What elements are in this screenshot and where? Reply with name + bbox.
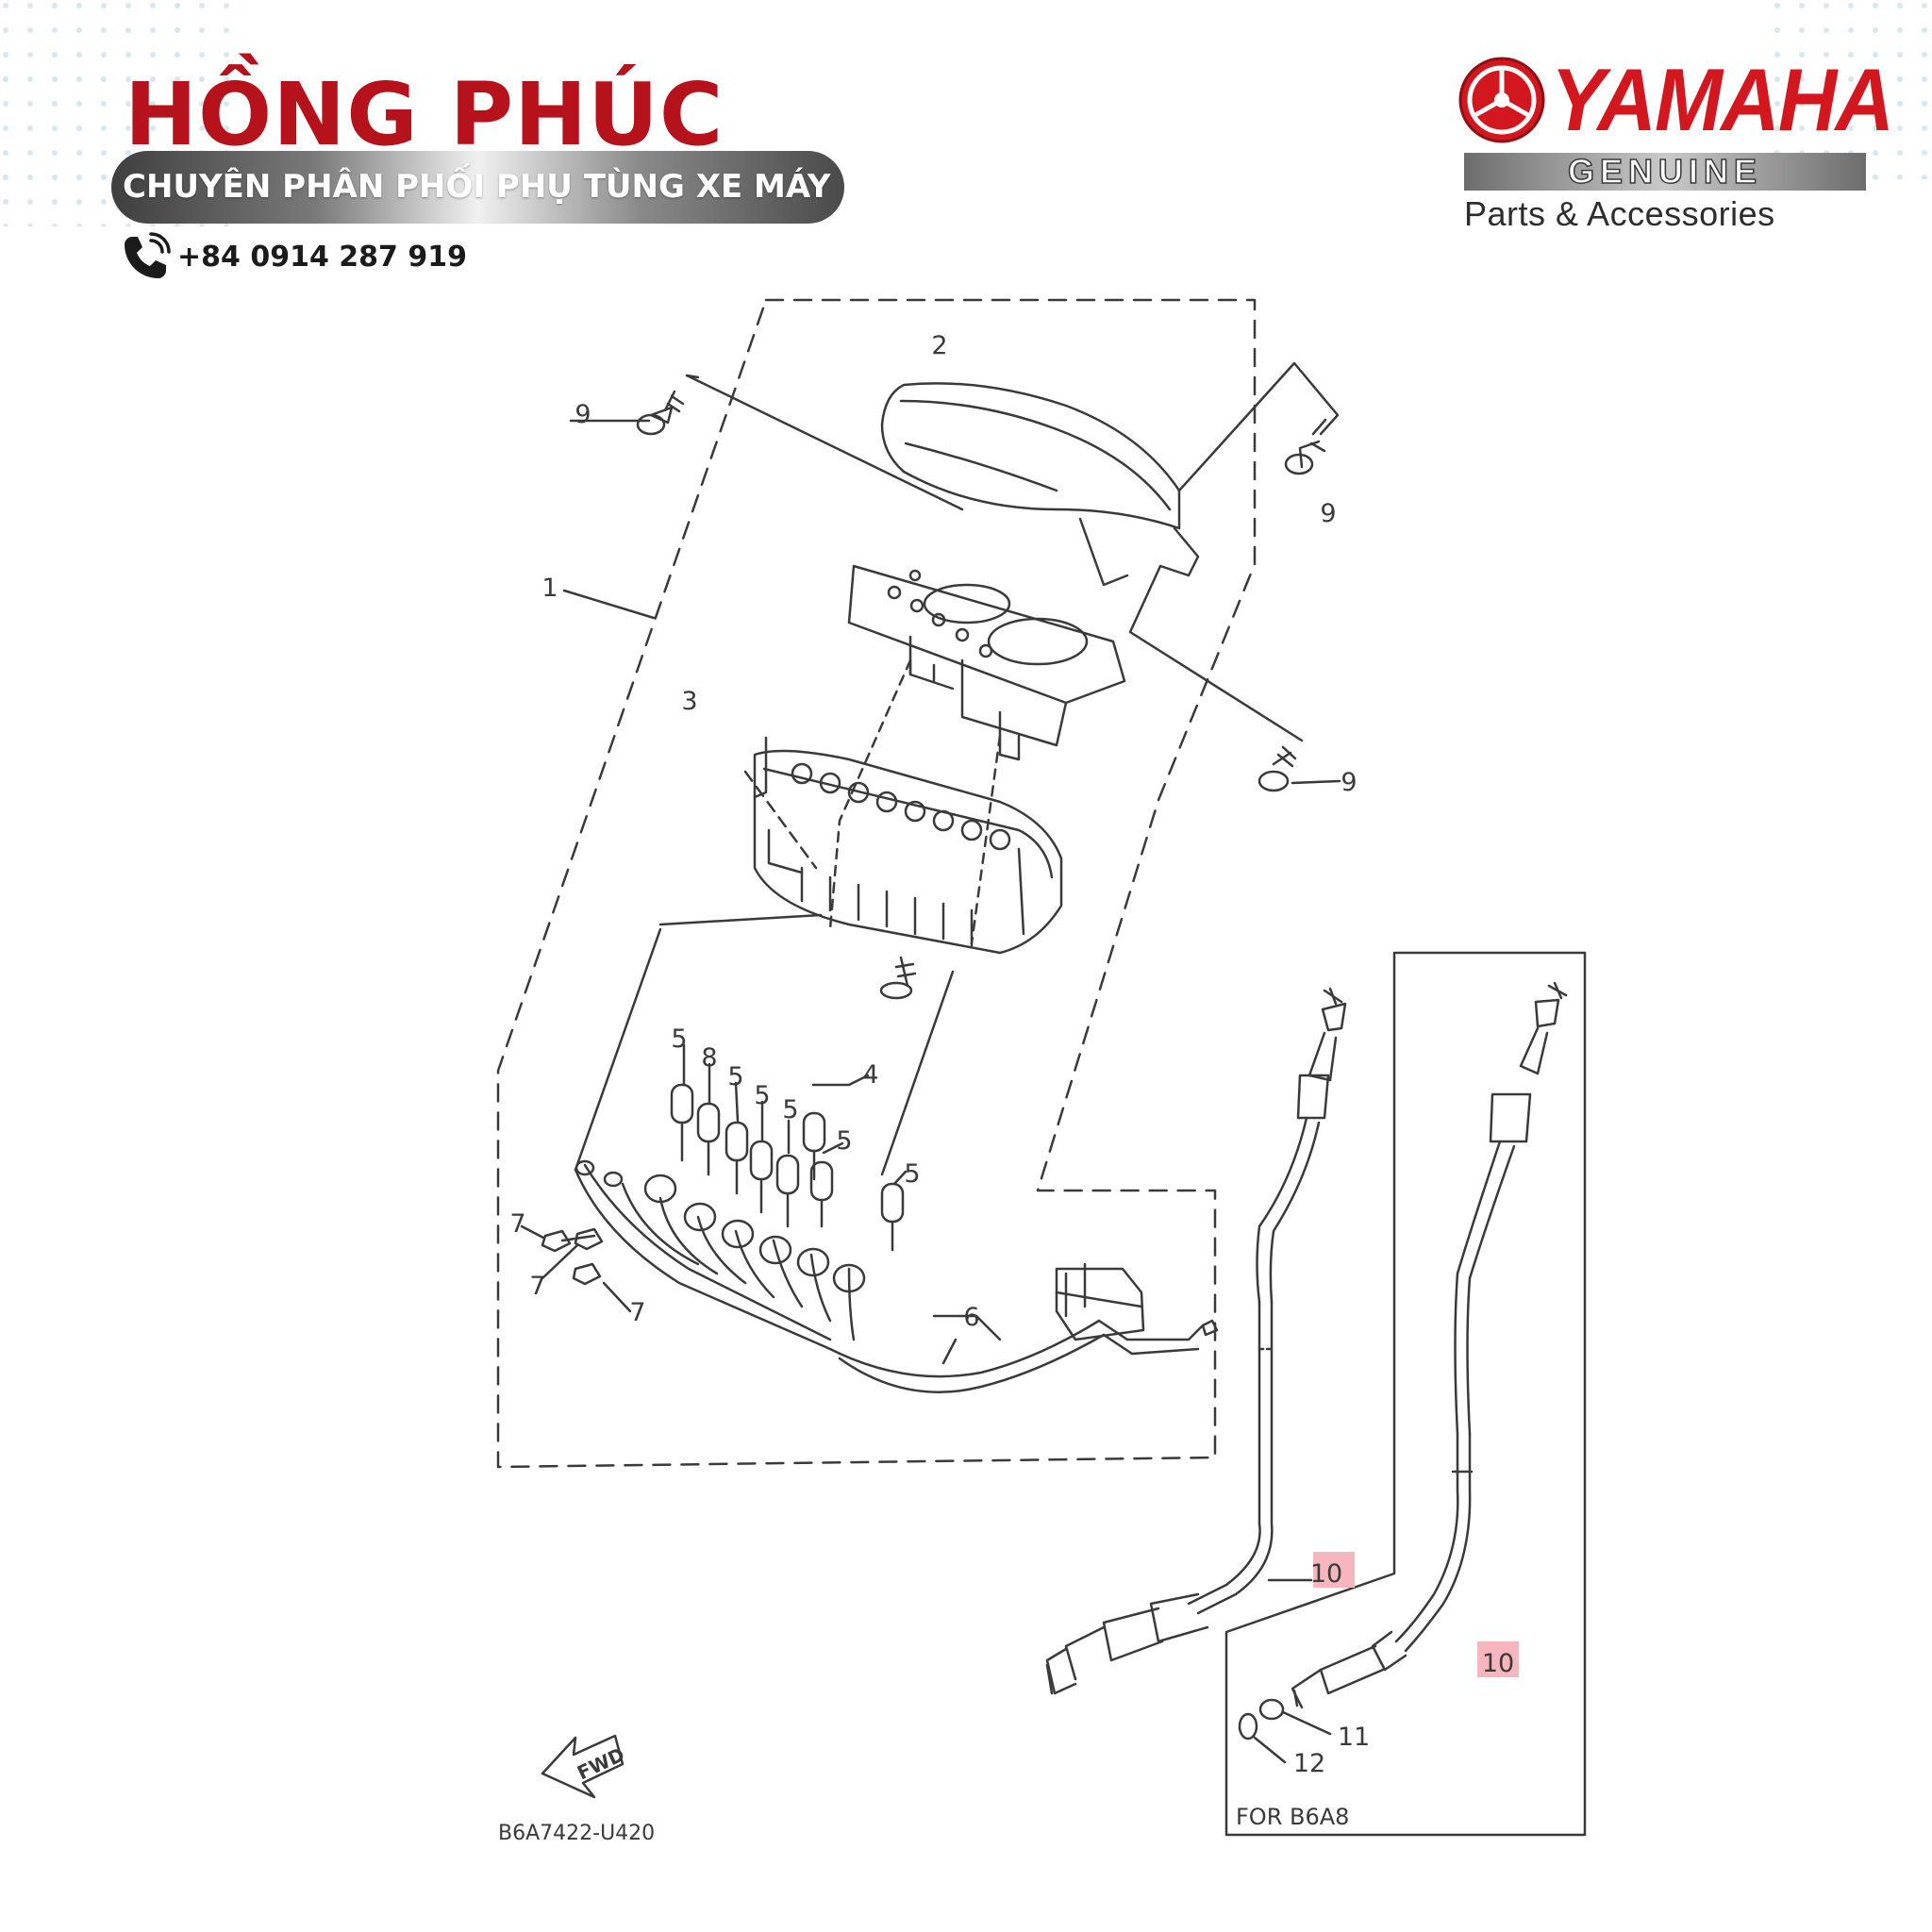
genuine-bar: GENUINE [1464, 153, 1866, 191]
wire-harness-part [574, 913, 1219, 1393]
meter-cover-part [880, 382, 1200, 587]
decorative-dot-pattern-right [1772, 0, 1932, 179]
nut-parts [541, 1227, 604, 1286]
callout-5-b: 5 [727, 1062, 743, 1091]
screw-part-right-top [1284, 418, 1327, 475]
tuning-fork-emblem-icon [1458, 57, 1545, 143]
meter-case-part [753, 736, 1063, 955]
callout-5-c: 5 [754, 1081, 770, 1110]
case-screw-part [879, 956, 917, 1000]
callout-9-right-bottom: 9 [1341, 768, 1357, 797]
bulb-parts [670, 1083, 905, 1252]
highlight-10-main [1313, 1552, 1355, 1588]
callout-5-d: 5 [782, 1095, 798, 1124]
inset-box [1224, 951, 1587, 1837]
callout-9-right-top: 9 [1320, 499, 1336, 528]
callout-5-a: 5 [671, 1024, 687, 1054]
speedometer-cable-part [1045, 987, 1347, 1695]
diagram-code: B6A7422-U420 [498, 1822, 655, 1845]
callout-11: 11 [1338, 1723, 1370, 1752]
yamaha-genuine-logo: YAMAHA GENUINE Parts & Accessories [1457, 50, 1894, 234]
callout-3: 3 [681, 687, 697, 716]
callout-5-f: 5 [904, 1159, 920, 1189]
callout-5-e: 5 [836, 1126, 852, 1156]
callout-10-variant: 10 [1482, 1649, 1514, 1678]
phone-number: +84 0914 287 919 [177, 241, 467, 274]
callout-8: 8 [701, 1043, 717, 1073]
genuine-label: GENUINE [1567, 153, 1763, 191]
bulb-socket-row [575, 1159, 866, 1293]
callout-2: 2 [931, 331, 947, 360]
brand-name: HỒNG PHÚC [125, 64, 724, 165]
callout-9-left: 9 [575, 400, 591, 429]
fwd-arrow-icon [541, 1734, 625, 1799]
highlight-10-variant [1477, 1641, 1519, 1677]
parts-accessories-label: Parts & Accessories [1464, 194, 1775, 233]
callout-1: 1 [541, 574, 558, 603]
brand-tagline: CHUYÊN PHÂN PHỐI PHỤ TÙNG XE MÁY [111, 151, 844, 224]
callout-4: 4 [862, 1060, 878, 1090]
callout-6: 6 [963, 1303, 979, 1332]
screw-part-right-bottom [1257, 745, 1297, 792]
callout-7-a: 7 [509, 1209, 525, 1239]
inset-label: FOR B6A8 [1236, 1804, 1349, 1830]
callout-12: 12 [1293, 1749, 1325, 1778]
assembly-outline-dashed [496, 298, 1257, 1469]
screw-part-left [636, 390, 685, 436]
callout-7-c: 7 [629, 1298, 645, 1327]
phone-icon [125, 232, 171, 278]
speedometer-cable-part-variant [1238, 981, 1568, 1764]
fwd-label: FWD [574, 1743, 628, 1785]
callout-7-b: 7 [529, 1272, 545, 1301]
meter-board-part [847, 564, 1126, 761]
yamaha-wordmark: YAMAHA [1551, 50, 1894, 149]
callout-10-main: 10 [1310, 1559, 1342, 1589]
